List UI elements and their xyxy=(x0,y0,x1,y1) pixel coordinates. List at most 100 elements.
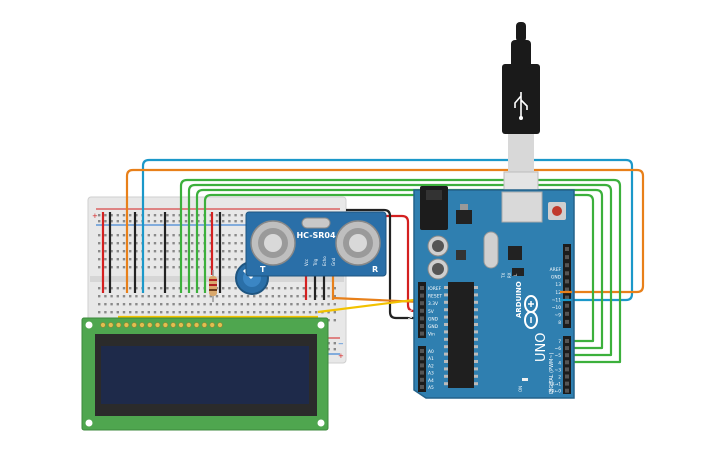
breadboard-hole xyxy=(302,311,305,314)
lcd-pin xyxy=(209,322,215,328)
breadboard-hole xyxy=(222,303,225,306)
breadboard-hole xyxy=(160,266,163,269)
breadboard-hole xyxy=(98,287,101,290)
breadboard-hole xyxy=(215,295,219,298)
breadboard-hole xyxy=(191,311,194,314)
breadboard-hole xyxy=(178,303,181,306)
digital-header-bottom xyxy=(563,336,571,394)
breadboard-hole xyxy=(98,220,101,223)
breadboard-hole xyxy=(271,287,274,290)
header-pin xyxy=(420,349,424,353)
header-pin xyxy=(565,319,569,324)
breadboard-hole xyxy=(135,295,138,298)
analog-pin-label: A1 xyxy=(428,356,434,362)
breadboard-hole xyxy=(178,220,181,223)
breadboard-hole xyxy=(234,258,237,261)
breadboard-hole xyxy=(222,250,225,253)
breadboard-hole xyxy=(116,295,119,298)
digital-pin-label: AREF xyxy=(550,267,562,273)
breadboard-hole xyxy=(116,220,119,223)
analog-pin-label: A5 xyxy=(428,385,434,391)
breadboard-hole xyxy=(265,287,268,290)
breadboard-hole xyxy=(259,303,262,306)
digital-pin-label: 4 xyxy=(558,360,561,366)
breadboard-hole xyxy=(178,295,181,298)
breadboard-hole xyxy=(129,242,132,245)
breadboard-hole xyxy=(234,220,237,223)
breadboard-hole xyxy=(240,311,243,314)
sensor-r-mark: R xyxy=(372,265,378,274)
chip-pin xyxy=(474,382,478,386)
breadboard-hole xyxy=(215,220,219,223)
breadboard-hole xyxy=(197,303,200,306)
chip-pin xyxy=(474,374,478,378)
breadboard-hole xyxy=(209,303,212,306)
breadboard-hole xyxy=(110,311,113,314)
analog-header xyxy=(418,346,426,392)
breadboard-hole xyxy=(172,214,175,217)
breadboard-hole xyxy=(122,287,126,290)
digital-pin-label: ~9 xyxy=(555,313,562,319)
breadboard-hole xyxy=(110,214,113,217)
breadboard-hole xyxy=(129,250,132,253)
lcd-pin xyxy=(186,322,192,328)
usb-icon xyxy=(514,92,528,118)
lcd-module xyxy=(81,317,329,431)
breadboard-hole xyxy=(153,295,157,298)
breadboard-hole xyxy=(116,311,119,314)
wire-red-5v xyxy=(346,214,420,313)
header-pin xyxy=(565,263,569,268)
breadboard-hole xyxy=(116,303,119,306)
breadboard-hole xyxy=(315,287,318,290)
breadboard-hole xyxy=(110,266,113,269)
breadboard-hole xyxy=(234,295,237,298)
chip-pin xyxy=(444,352,448,356)
breadboard-hole xyxy=(265,295,268,298)
breadboard-hole xyxy=(98,295,101,298)
breadboard-hole xyxy=(135,242,138,245)
chip-pin xyxy=(444,382,448,386)
breadboard-hole xyxy=(135,220,138,223)
breadboard-hole xyxy=(327,287,330,290)
lcd-pin xyxy=(162,322,169,328)
breadboard-hole xyxy=(215,242,219,245)
breadboard-hole xyxy=(166,258,169,261)
wire-black-gnd xyxy=(346,208,420,320)
breadboard-hole xyxy=(215,303,219,306)
header-pin xyxy=(420,377,424,382)
breadboard-hole xyxy=(160,234,163,237)
breadboard-hole xyxy=(296,311,299,314)
analog-section-label: ANALOG IN xyxy=(408,370,413,392)
header-pin xyxy=(565,360,569,365)
breadboard-hole xyxy=(104,295,107,298)
breadboard-hole xyxy=(203,295,206,298)
breadboard-hole xyxy=(135,287,138,290)
sensor-pin-echo: Echo xyxy=(322,256,327,266)
arduino-model-label: UNO xyxy=(534,333,549,362)
digital-pin-label: TX→1 xyxy=(548,382,561,388)
sensor-pin-vcc: Vcc xyxy=(304,259,309,266)
header-pin xyxy=(420,370,424,375)
digital-pin-label: 7 xyxy=(558,339,561,345)
breadboard-hole xyxy=(153,258,157,261)
breadboard-hole xyxy=(178,234,181,237)
breadboard-hole xyxy=(184,258,188,261)
arduino-logo-icon xyxy=(524,295,538,329)
usb-cable xyxy=(502,22,540,197)
breadboard-hole xyxy=(110,295,113,298)
breadboard-hole xyxy=(222,258,225,261)
breadboard-hole xyxy=(228,266,231,269)
breadboard-hole xyxy=(259,295,262,298)
breadboard-hole xyxy=(290,311,293,314)
breadboard-hole xyxy=(240,214,243,217)
header-pin xyxy=(420,363,424,368)
breadboard-hole xyxy=(308,287,312,290)
breadboard-hole xyxy=(222,234,225,237)
breadboard-hole xyxy=(240,242,243,245)
breadboard-hole xyxy=(98,234,101,237)
breadboard-hole xyxy=(184,303,188,306)
breadboard-hole xyxy=(333,311,336,314)
